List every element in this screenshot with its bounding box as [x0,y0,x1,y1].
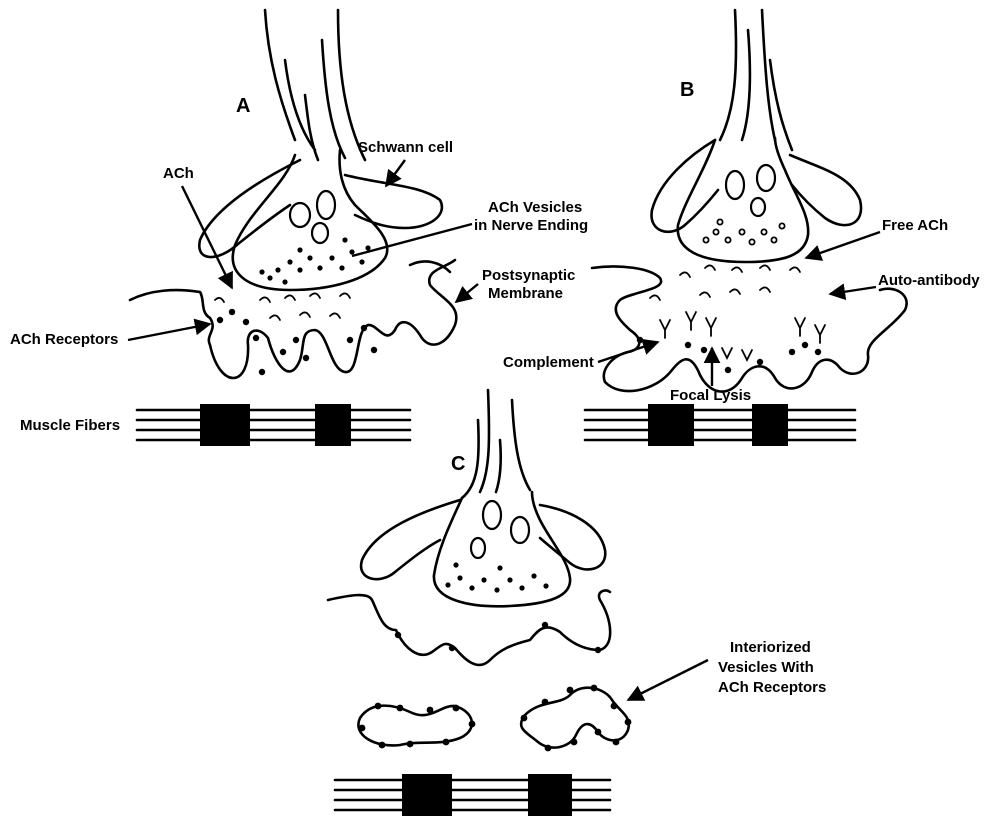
panel-b-muscle-fibers [585,404,855,446]
panel-c-postsynaptic-membrane [328,590,610,665]
muscle-band [402,774,452,816]
label-interiorized-2: Vesicles With [718,659,814,676]
muscle-band [315,404,351,446]
label-ach-receptors: ACh Receptors [10,331,118,348]
panel-c-nucleus [511,517,529,543]
label-ach: ACh [163,165,194,182]
panel-c-receptors [395,622,601,653]
muscle-band [648,404,694,446]
panel-a: A [10,10,588,446]
panel-c-axon [462,390,530,498]
panel-c-nerve-ending [434,492,570,606]
panel-c-muscle-fibers [335,774,610,816]
label-ach-vesicles-1: ACh Vesicles [488,199,582,216]
panel-b-nucleus [726,171,744,199]
panel-b-nerve-ending [678,138,808,262]
panel-b-antibodies [660,312,825,360]
label-focal-lysis: Focal Lysis [670,387,751,404]
panel-c-vesicles [445,562,548,592]
label-schwann-cell: Schwann cell [358,139,453,156]
panel-a-vesicles [259,237,370,284]
panel-c-nucleus [471,538,485,558]
panel-a-postsynaptic-membrane [130,260,456,378]
panel-c-interiorized-vesicles [358,685,631,752]
panel-b-nucleus [757,165,775,191]
label-auto-antibody: Auto-antibody [878,272,980,289]
panel-a-postsynaptic-membrane [410,261,450,272]
label-interiorized-1: Interiorized [730,639,811,656]
panel-a-nucleus [317,191,335,219]
panel-b-axon [720,10,792,150]
panel-a-letter: A [236,95,250,117]
label-postsynaptic-1: Postsynaptic [482,267,575,284]
panel-a-nucleus [290,203,310,227]
panel-c: C [328,390,826,816]
muscle-band [528,774,572,816]
panel-b-letter: B [680,79,694,101]
muscle-band [200,404,250,446]
label-complement: Complement [503,354,594,371]
panel-a-free-ach-marks [215,293,350,320]
panel-a-muscle-fibers [137,404,410,446]
label-ach-vesicles-2: in Nerve Ending [474,217,588,234]
label-muscle-fibers: Muscle Fibers [20,417,120,434]
panel-b-nucleus [751,198,765,216]
panel-b-postsynaptic-membrane [592,266,907,391]
label-interiorized-3: ACh Receptors [718,679,826,696]
muscle-band [752,404,788,446]
panel-c-letter: C [451,453,465,475]
label-postsynaptic-2: Membrane [488,285,563,302]
panel-b-schwann-cell [652,140,862,232]
panel-a-axon [265,10,365,160]
panel-c-nucleus [483,501,501,529]
panel-a-nucleus [312,223,328,243]
label-free-ach: Free ACh [882,217,948,234]
panel-b-free-ach-marks [650,265,800,300]
panel-b-vesicles [703,219,784,244]
